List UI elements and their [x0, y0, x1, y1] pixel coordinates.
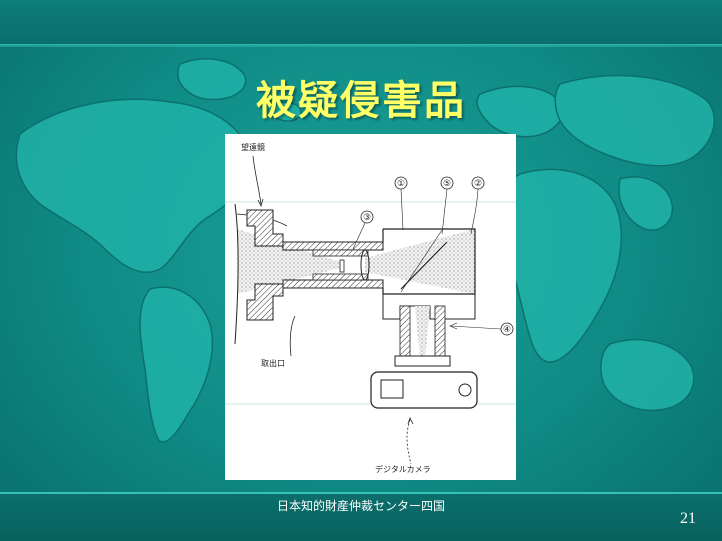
svg-text:②: ② [474, 179, 482, 189]
patent-drawing: 望遠鏡 [225, 142, 516, 474]
patent-figure: 望遠鏡 [225, 134, 516, 480]
light-cone-right [365, 229, 475, 294]
label-outlet: 取出口 [261, 358, 285, 368]
slide-title: 被疑侵害品 [256, 78, 466, 124]
footer-org-name: 日本知的財産仲裁センター四国 [276, 499, 445, 513]
label-telescope: 望遠鏡 [241, 142, 265, 152]
lens [360, 249, 370, 281]
svg-text:③: ③ [363, 213, 371, 223]
bottom-band [0, 492, 722, 541]
world-map-background [15, 58, 716, 443]
slit [339, 259, 345, 273]
marker-2: ② [471, 176, 485, 190]
page-number: 21 [680, 510, 696, 527]
label-camera: デジタルカメラ [375, 464, 431, 474]
mirror [400, 241, 448, 290]
marker-1: ① [394, 176, 408, 190]
svg-text:⑤: ⑤ [443, 179, 451, 189]
telescope-arrow [252, 155, 262, 205]
svg-text:④: ④ [503, 325, 511, 335]
marker-4: ④ [500, 322, 514, 336]
svg-text:①: ① [397, 179, 405, 189]
marker-3: ③ [360, 210, 374, 224]
top-band [0, 0, 722, 47]
marker-5: ⑤ [440, 176, 454, 190]
